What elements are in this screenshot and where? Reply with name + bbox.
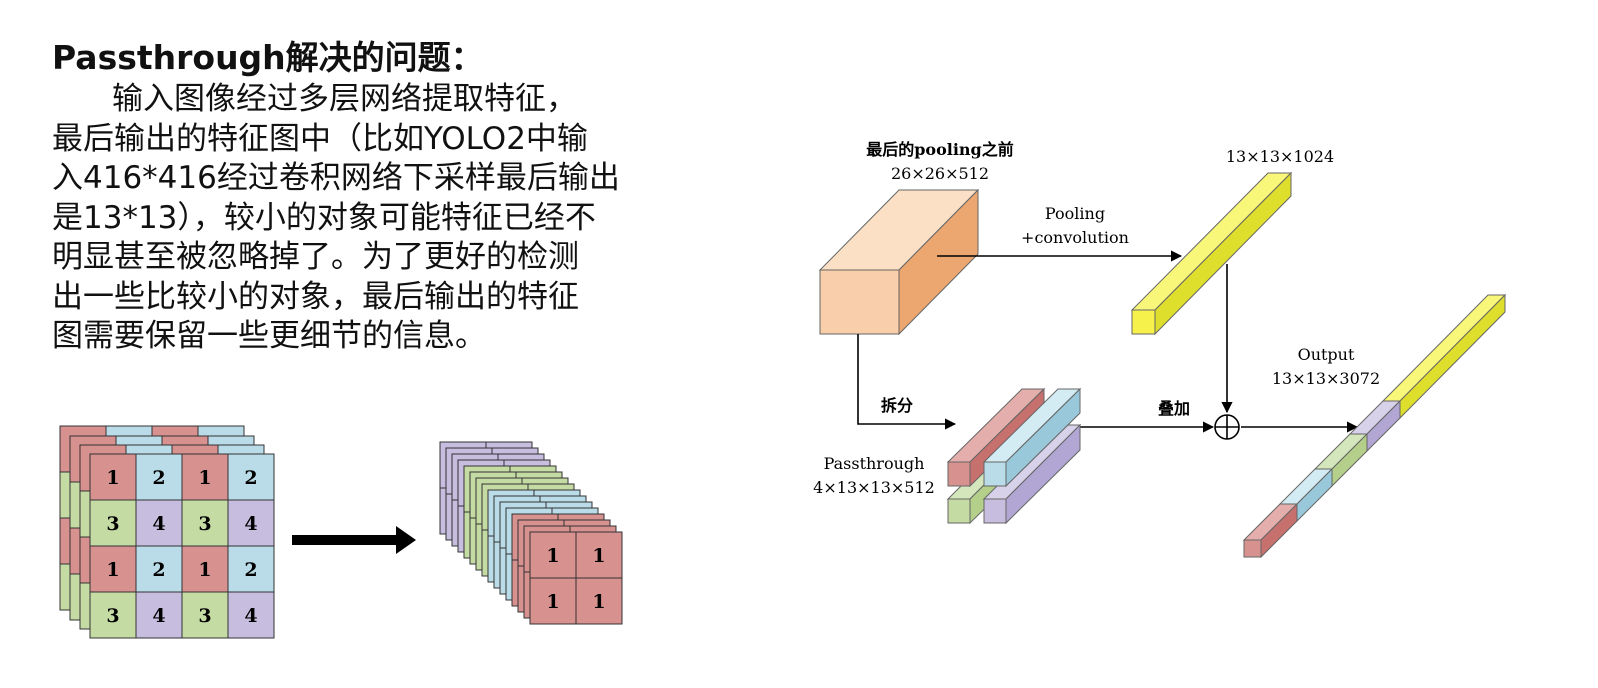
stack-front-layer: 1 1 1 1 xyxy=(529,531,623,625)
grid-cell xyxy=(135,591,183,639)
passthrough-dims: 4×13×13×512 xyxy=(813,478,935,497)
grid-cell xyxy=(227,591,275,639)
grid-cell-label: 3 xyxy=(106,605,119,627)
before-pooling-title: 最后的pooling之前 xyxy=(866,140,1014,159)
grid-cell-label: 1 xyxy=(106,559,119,581)
grid-cell-label: 3 xyxy=(198,605,211,627)
grid-cell-label: 3 xyxy=(106,513,119,535)
grid-cell xyxy=(227,453,275,501)
grid-cell xyxy=(89,499,137,547)
concat-symbol xyxy=(1214,414,1240,440)
grid-cell xyxy=(181,453,229,501)
grid-cell-label: 2 xyxy=(152,467,165,489)
stack-cell-label: 1 xyxy=(592,545,605,567)
grid-cell xyxy=(89,453,137,501)
grid-cell-label: 4 xyxy=(152,513,165,535)
grid-cell-label: 4 xyxy=(152,605,165,627)
output-dims: 13×13×3072 xyxy=(1272,369,1380,388)
output-bar xyxy=(1242,293,1507,559)
grid-cell-label: 3 xyxy=(198,513,211,535)
grid-cell-label: 4 xyxy=(244,605,257,627)
output-title: Output xyxy=(1298,345,1355,364)
feature-block-26x26 xyxy=(818,188,980,336)
paragraph-line: 是13*13），较小的对象可能特征已经不 xyxy=(52,199,596,236)
grid-cell-label: 1 xyxy=(198,559,211,581)
grid-cell-label: 4 xyxy=(244,513,257,535)
stack-cell xyxy=(575,577,623,625)
paragraph-line: 入416*416经过卷积网络下采样最后输出 xyxy=(52,160,620,196)
paragraph-line: 最后输出的特征图中（比如YOLO2中输 xyxy=(52,120,588,157)
split-arrow xyxy=(857,334,957,430)
passthrough-title: Passthrough xyxy=(824,454,925,473)
grid-cell xyxy=(181,499,229,547)
grid-cell-label: 1 xyxy=(106,467,119,489)
grid-cell-label: 2 xyxy=(152,559,165,581)
feature-grid: 1 2 1 2 3 4 3 4 1 2 1 2 3 4 3 4 xyxy=(59,425,275,639)
grid-cell-label: 1 xyxy=(198,467,211,489)
grid-cell xyxy=(227,499,275,547)
grid-cell xyxy=(227,545,275,593)
network-diagram: 最后的pooling之前 26×26×512 Pooling +convolut… xyxy=(813,140,1507,559)
before-pooling-dims: 26×26×512 xyxy=(891,164,989,183)
grid-cell xyxy=(135,545,183,593)
body-paragraph: 输入图像经过多层网络提取特征， 最后输出的特征图中（比如YOLO2中输 入416… xyxy=(52,80,652,357)
grid-cell xyxy=(89,545,137,593)
paragraph-line: 输入图像经过多层网络提取特征， xyxy=(112,81,577,117)
grid-cell xyxy=(135,499,183,547)
stacked-channels: 1 1 1 1 xyxy=(439,441,623,625)
paragraph-line: 明显甚至被忽略掉了。为了更好的检测 xyxy=(52,239,579,275)
top-bar-dims: 13×13×1024 xyxy=(1226,147,1334,166)
pooling-label: Pooling xyxy=(1045,204,1105,223)
grid-cell-label: 2 xyxy=(244,467,257,489)
stack-cell xyxy=(529,577,577,625)
page-heading: Passthrough解决的问题： xyxy=(52,38,484,77)
stack-label: 叠加 xyxy=(1158,399,1190,418)
stack-cell-label: 1 xyxy=(592,591,605,613)
grid-cell xyxy=(135,453,183,501)
paragraph-line: 图需要保留一些更细节的信息。 xyxy=(52,318,486,354)
pooled-feature-bar xyxy=(1130,171,1293,336)
grid-cell xyxy=(181,545,229,593)
block-front xyxy=(819,269,900,335)
split-label: 拆分 xyxy=(881,396,913,415)
grid-front-layer: 1 2 1 2 3 4 3 4 1 2 1 2 3 4 3 4 xyxy=(89,453,275,639)
grid-cell-label: 2 xyxy=(244,559,257,581)
stack-cell-label: 1 xyxy=(546,545,559,567)
passthrough-bar-2 xyxy=(982,387,1082,488)
transform-arrow xyxy=(292,526,416,554)
passthrough-bars xyxy=(946,387,1082,525)
stack-cell-label: 1 xyxy=(546,591,559,613)
convolution-label: +convolution xyxy=(1021,228,1129,247)
paragraph-line: 出一些比较小的对象，最后输出的特征 xyxy=(52,278,579,315)
